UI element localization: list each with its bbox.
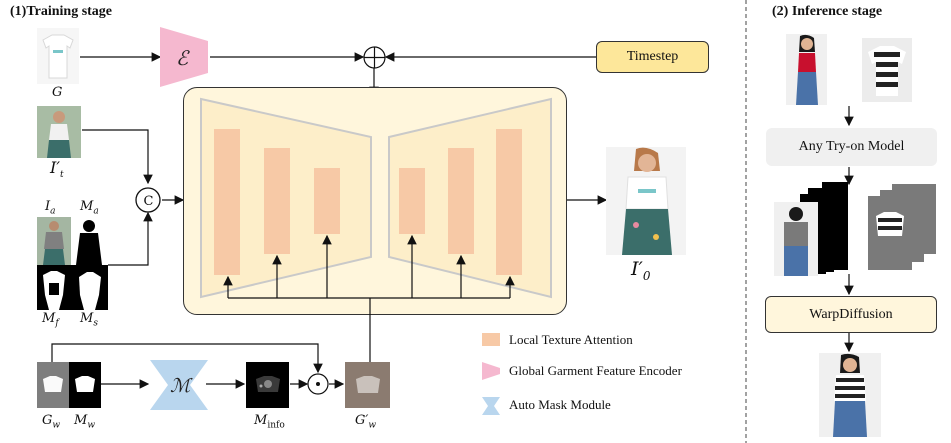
attention-block-6 (496, 129, 522, 275)
inference-result-image (819, 353, 881, 437)
refined-garment-gw-prime (345, 362, 390, 408)
auto-mask-module: ℳ (150, 360, 208, 410)
encoder-symbol: ℰ (176, 46, 190, 70)
training-stage-title: (1)Training stage (10, 4, 113, 19)
legend-swatch-mask (482, 397, 500, 415)
legend-swatch-encoder (482, 362, 500, 380)
label-g: G (52, 85, 63, 100)
attention-block-1 (214, 129, 240, 275)
concat-symbol: C (144, 194, 154, 209)
refined-garment-shape (345, 362, 390, 408)
warpdiffusion-box: WarpDiffusion (765, 296, 937, 333)
label-minfo: Minfo (254, 413, 285, 431)
person-image-it (37, 106, 81, 158)
warped-mask-mw (69, 362, 101, 408)
label-it: I′t (50, 158, 64, 181)
label-gw: Gw (42, 413, 61, 431)
warped-mask-shape (75, 376, 95, 392)
label-mf: Mf (42, 311, 59, 329)
warped-garment-gw (37, 362, 69, 408)
mask-module-symbol: ℳ (170, 375, 193, 397)
warped-garment-shape (43, 376, 63, 392)
tryon-intermediate-results (774, 182, 936, 276)
inference-person-image (786, 34, 827, 105)
attention-block-4 (399, 168, 425, 234)
mask-info-image (246, 362, 289, 408)
striped-garment-graphic (868, 46, 906, 96)
multiply-operator-icon (307, 373, 329, 395)
mask-mf (37, 265, 71, 310)
agnostic-mask-shape (76, 220, 102, 265)
any-tryon-model-label: Any Try-on Model (798, 139, 905, 154)
label-gw-prime: G′w (355, 413, 377, 431)
label-ms: Ms (80, 311, 98, 329)
agnostic-person-figure (37, 217, 71, 265)
global-garment-encoder: ℰ (160, 27, 208, 87)
label-mw: Mw (74, 413, 96, 431)
agnostic-mask-ma (71, 217, 108, 265)
timestep-label: Timestep (626, 49, 679, 64)
any-tryon-model-box: Any Try-on Model (766, 128, 937, 166)
attention-block-3 (314, 168, 340, 234)
attention-block-5 (448, 148, 474, 254)
concat-operator-icon: C (135, 187, 161, 213)
label-ia: Ia (45, 199, 56, 217)
legend-swatch-attention (482, 333, 500, 346)
mask-ms-shape (79, 272, 101, 310)
attention-block-2 (264, 148, 290, 254)
legend-label-mask: Auto Mask Module (509, 397, 611, 412)
label-i0: I′0 (631, 258, 651, 283)
mask-mf-shape (43, 271, 65, 310)
inference-stage-title: (2) Inference stage (772, 4, 883, 19)
inference-person-figure (796, 34, 818, 105)
garment-image-g (37, 28, 79, 84)
label-ma: Ma (80, 199, 99, 217)
output-image-i0 (606, 147, 686, 255)
legend-label-encoder: Global Garment Feature Encoder (509, 363, 682, 378)
garment-tshirt-graphic (42, 34, 74, 79)
result-person-figure (833, 353, 867, 437)
timestep-box: Timestep (596, 41, 709, 73)
mask-ms (71, 265, 108, 310)
agnostic-image-ia (37, 217, 71, 265)
add-operator-icon (363, 46, 386, 69)
warpdiffusion-label: WarpDiffusion (809, 306, 893, 322)
person-figure (37, 106, 81, 158)
inference-garment-image (862, 38, 912, 102)
legend-label-attention: Local Texture Attention (509, 332, 633, 347)
unet-structure (200, 97, 552, 299)
mask-info-texture (256, 376, 280, 392)
output-person-figure (606, 147, 686, 255)
